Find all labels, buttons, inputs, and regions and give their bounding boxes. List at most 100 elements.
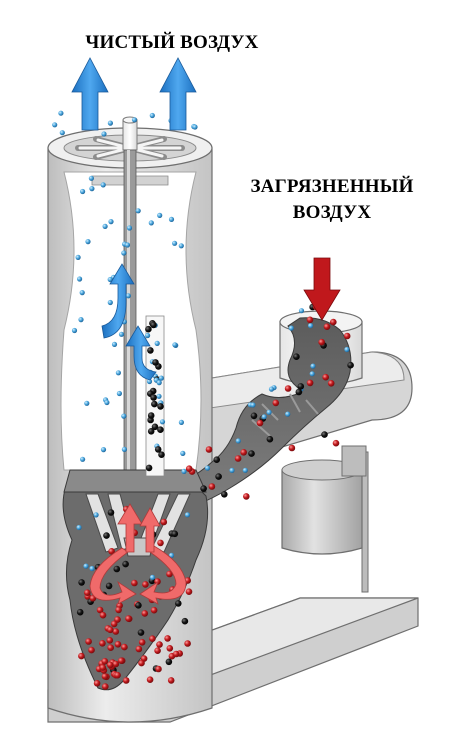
- dust-particle: [147, 428, 155, 435]
- clean-particle: [168, 552, 175, 559]
- dust-particle: [347, 361, 354, 369]
- clean-particle: [78, 317, 84, 323]
- heavy-particle: [208, 483, 216, 490]
- dust-particle: [147, 412, 155, 419]
- heavy-particle: [101, 673, 109, 680]
- clean-particle: [107, 299, 113, 306]
- dust-particle: [145, 325, 152, 333]
- clean-particle: [308, 323, 314, 329]
- clean-particle: [178, 419, 184, 425]
- clean-particle: [158, 375, 164, 381]
- clean-particle: [266, 409, 272, 415]
- heavy-particle: [157, 539, 164, 547]
- dust-particle: [137, 629, 145, 636]
- dust-particle: [266, 435, 274, 443]
- clean-particle: [84, 400, 90, 406]
- particle-field: [52, 110, 354, 690]
- heavy-particle: [322, 373, 330, 381]
- dust-particle: [145, 464, 153, 472]
- arrow-down-icon: [303, 257, 341, 321]
- clean-particle: [89, 186, 95, 192]
- heavy-particle: [99, 611, 107, 619]
- clean-particle: [80, 456, 86, 462]
- clean-particle: [149, 574, 156, 581]
- heavy-particle: [284, 385, 292, 392]
- heavy-particle: [99, 664, 107, 671]
- clean-particle: [79, 290, 85, 296]
- dust-particle: [157, 426, 164, 434]
- clean-particle: [104, 399, 110, 406]
- dust-particle: [293, 353, 300, 361]
- heavy-particle: [141, 610, 149, 617]
- heavy-particle: [112, 628, 120, 635]
- heavy-particle: [101, 658, 109, 665]
- clean-particle: [121, 446, 127, 452]
- dust-particle: [175, 600, 182, 607]
- top-fan-grille: [75, 116, 185, 160]
- heavy-particle: [160, 518, 168, 526]
- heavy-particle: [154, 647, 161, 654]
- dust-particle: [215, 473, 222, 480]
- clean-particle: [131, 117, 138, 123]
- dust-particle: [248, 450, 255, 457]
- clean-particle: [107, 120, 113, 126]
- dust-particle: [200, 485, 207, 492]
- heavy-particle: [149, 635, 156, 642]
- curved-arrow-up-icon: [125, 325, 157, 381]
- arrow-up-icon: [71, 57, 109, 131]
- clean-particle: [77, 276, 83, 282]
- clean-particle: [180, 450, 186, 456]
- clean-particle: [285, 411, 291, 417]
- clean-particle: [310, 363, 316, 369]
- clean-particle: [108, 219, 114, 225]
- clean-particle: [172, 240, 178, 246]
- clean-particle: [178, 243, 184, 249]
- clean-particle: [159, 419, 166, 425]
- heavy-particle: [122, 677, 130, 684]
- heavy-particle: [142, 581, 149, 588]
- heavy-particle: [112, 660, 120, 668]
- dust-particle: [157, 403, 164, 410]
- dust-particle: [181, 617, 189, 625]
- heavy-particle: [256, 419, 264, 427]
- clean-particle: [192, 124, 198, 130]
- heavy-particle: [155, 665, 162, 673]
- dust-particle: [150, 321, 157, 329]
- heavy-particle: [84, 589, 91, 596]
- dust-particle: [158, 451, 165, 459]
- dirty-air-label-line2: ВОЗДУХ: [292, 202, 372, 223]
- clean-particle: [229, 467, 235, 473]
- dust-particle: [78, 579, 85, 586]
- clean-particle: [124, 242, 131, 248]
- clean-particle: [115, 370, 121, 376]
- dust-particle: [321, 431, 328, 438]
- clean-particle: [235, 438, 241, 444]
- clean-particle: [148, 220, 154, 226]
- heavy-particle: [243, 493, 250, 500]
- dust-particle: [122, 560, 129, 568]
- heavy-particle: [106, 661, 114, 669]
- heavy-particle: [184, 640, 191, 647]
- heavy-particle: [306, 379, 314, 387]
- clean-particle: [52, 122, 58, 128]
- clean-particle: [309, 371, 315, 377]
- heavy-particle: [125, 615, 132, 622]
- heavy-particle: [330, 318, 337, 326]
- clean-particle: [146, 378, 153, 385]
- clean-particle: [298, 308, 305, 314]
- heavy-particle: [85, 638, 92, 645]
- heavy-particle: [323, 323, 331, 331]
- clean-particle: [75, 254, 81, 260]
- clean-particle: [85, 239, 91, 245]
- clean-particle: [89, 565, 95, 572]
- heavy-particle: [99, 640, 106, 647]
- dust-particle: [250, 412, 258, 420]
- clean-particle: [204, 465, 211, 471]
- heavy-particle: [240, 449, 247, 456]
- heavy-particle: [106, 637, 114, 644]
- heavy-particle: [114, 641, 122, 648]
- clean-particle: [156, 393, 162, 399]
- dust-particle: [107, 509, 115, 516]
